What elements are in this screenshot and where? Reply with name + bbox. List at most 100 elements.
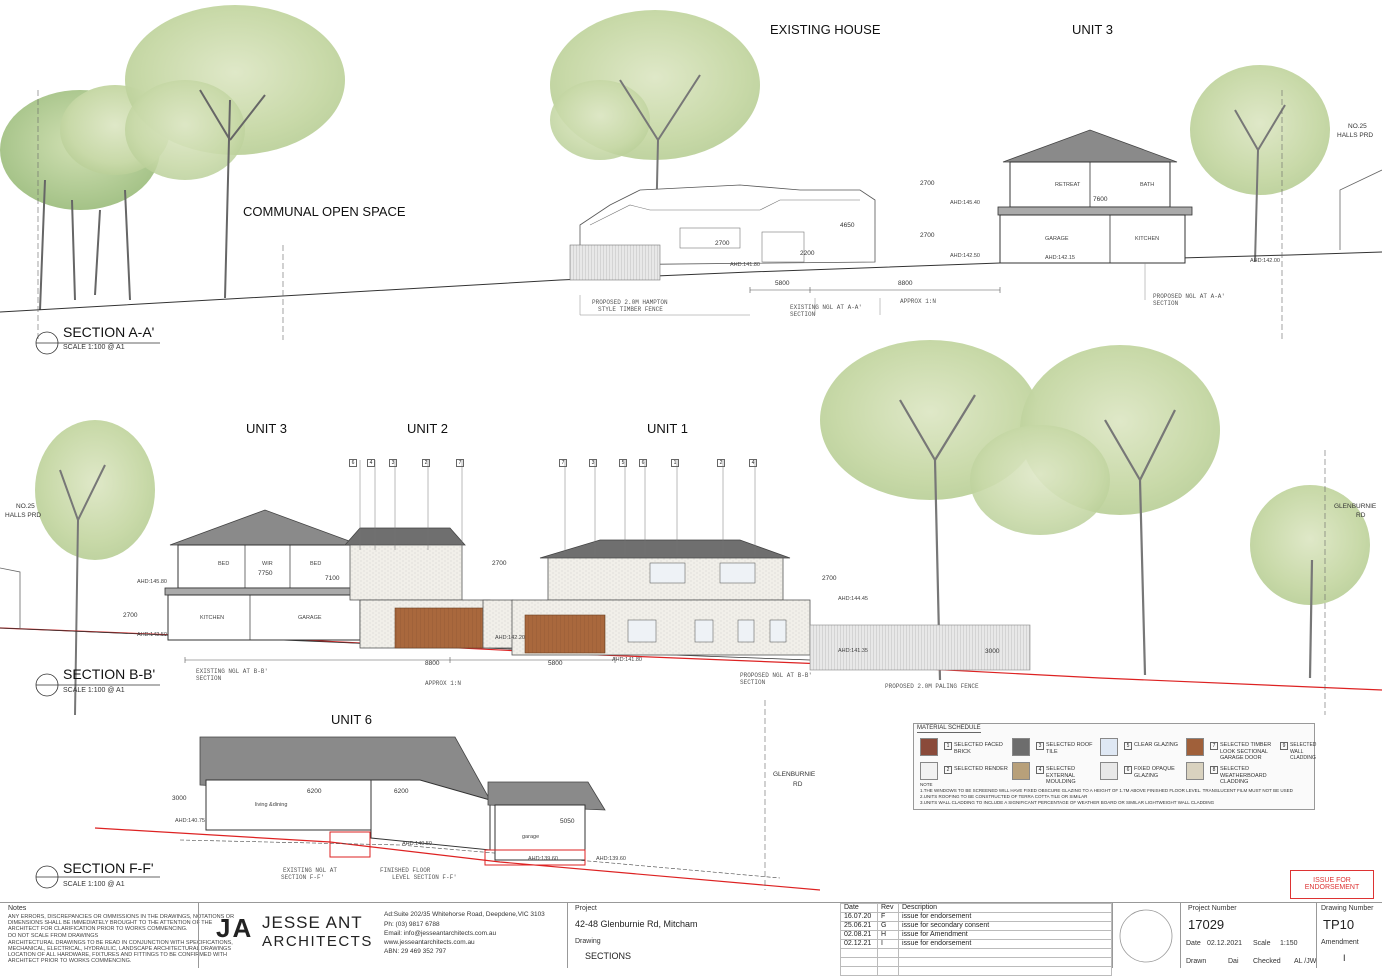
material-schedule-title: MATERIAL SCHEDULE: [917, 725, 981, 733]
label-glen-bb-2: RD: [1356, 512, 1366, 519]
date-label: Date: [1186, 940, 1201, 947]
room-living-dining: living &dining: [255, 802, 288, 808]
label-halls-bb-1: NO.25: [16, 503, 35, 510]
notes-1: DIMENSIONS SHALL BE IMMEDIATELY BROUGHT …: [8, 920, 213, 926]
section-bb: [0, 340, 1382, 716]
callout-ngl-bb-1: EXISTING NGL AT B-B': [196, 668, 269, 675]
room-bed-1: BED: [218, 561, 230, 567]
swatch-roof-tile: [1012, 738, 1030, 756]
material-note-1: 1.THE WINDOWS TO BE SCREENED WILL HAVE F…: [920, 788, 1293, 793]
contact-address: Ad:Suite 202/35 Whitehorse Road, Deepden…: [384, 911, 545, 918]
title-block: Notes ANY ERRORS, DISCREPANCIES OR OMMIS…: [0, 902, 1382, 968]
north-point-icon: [1119, 909, 1173, 963]
dim-7100-bb: 7100: [325, 575, 340, 582]
callout-fence-aa-2: STYLE TIMBER FENCE: [598, 306, 663, 313]
revision-row: 16.07.20 F issue for endorsement: [840, 912, 1112, 922]
amendment-label: Amendment: [1321, 939, 1359, 946]
contact-email: Email: info@jesseantarchitects.com.au: [384, 930, 497, 937]
room-garage-bb: GARAGE: [298, 615, 322, 621]
tag-u1-5: 1: [671, 459, 679, 467]
dim-5050-ff: 5050: [560, 818, 575, 825]
room-wir: WIR: [262, 561, 273, 567]
ahd-bb-6: AHD:141.80: [612, 657, 642, 663]
firm-name-2: ARCHITECTS: [262, 933, 373, 950]
rev-date: 25.06.21: [840, 921, 878, 931]
firm-name-1: JESSE ANT: [262, 913, 363, 932]
section-bb-title: SECTION B-B': [63, 666, 156, 682]
rev-code: F: [877, 912, 899, 922]
label-unit1: UNIT 1: [647, 421, 688, 436]
ahd-bb-4: AHD:144.45: [838, 596, 868, 602]
material-note-3: 3.UNITS WALL CLADDING TO INCLUDE A SIGNI…: [920, 800, 1215, 805]
divider: [198, 903, 199, 968]
label-glen-ff-2: RD: [793, 781, 803, 788]
dim-2700a-bb: 2700: [492, 560, 507, 567]
callout-ffl-ff-1: FINISHED FLOOR: [380, 867, 431, 874]
material-num-2: 2: [944, 766, 952, 774]
room-retreat: RETREAT: [1055, 182, 1081, 188]
rev-col-rev: Rev: [877, 903, 899, 913]
tree-cluster-right-bb: [820, 340, 1370, 681]
label-unit3-aa: UNIT 3: [1072, 22, 1113, 37]
tag-u1-7: 4: [749, 459, 757, 467]
dim-4650-aa: 4650: [840, 222, 855, 229]
room-kitchen-aa: KITCHEN: [1135, 236, 1160, 242]
notes-4: ARCHITECTURAL DRAWINGS TO BE READ IN CON…: [8, 940, 233, 946]
material-schedule: MATERIAL SCHEDULE 1 SELECTED FACED BRICK…: [913, 723, 1316, 810]
room-kitchen-bb: KITCHEN: [200, 615, 225, 621]
dim-2700b-bb: 2700: [123, 612, 138, 619]
drawn-label: Drawn: [1186, 958, 1207, 965]
label-halls-aa-2: HALLS PRD: [1337, 132, 1374, 139]
material-note-0: NOTE: [920, 782, 933, 787]
material-label-1: SELECTED FACED BRICK: [954, 742, 1003, 755]
divider: [567, 903, 568, 968]
ahd-ff-1: AHD:140.75: [175, 818, 205, 824]
material-label-6: FIXED OPAQUE GLAZING: [1134, 766, 1175, 779]
rev-col-date: Date: [840, 903, 878, 913]
material-label-2: SELECTED RENDER: [954, 766, 1008, 772]
section-aa-scale: SCALE 1:100 @ A1: [63, 344, 125, 351]
section-bb-scale: SCALE 1:100 @ A1: [63, 687, 125, 694]
checked-label: Checked: [1253, 958, 1281, 965]
revision-row: 02.08.21 H issue for Amendment: [840, 930, 1112, 940]
material-num-8: 8: [1210, 766, 1218, 774]
tree-left-bb: [35, 420, 155, 716]
scale-value: 1:150: [1280, 940, 1298, 947]
rev-desc: issue for endorsement: [898, 939, 1112, 949]
ahd-aa-2: AHD:142.50: [950, 253, 980, 259]
date-value: 02.12.2021: [1207, 940, 1243, 947]
unit3-section-bb: [164, 509, 366, 641]
swatch-weatherboard: [1186, 762, 1204, 780]
dim-2700c-bb: 2700: [822, 575, 837, 582]
unit2-elevation: [344, 527, 514, 649]
material-num-7: 7: [1210, 742, 1218, 750]
revision-row-empty: [840, 948, 1112, 958]
callout-ngl-aa-2: SECTION: [790, 311, 816, 318]
rev-date: 16.07.20: [840, 912, 878, 922]
dim-5800-aa: 5800: [775, 280, 790, 287]
rev-code: H: [877, 930, 899, 940]
contact-phone: Ph: (03) 9817 6788: [384, 921, 440, 928]
checked-value: AL /JW: [1294, 958, 1317, 965]
dim-2700b-aa: 2700: [920, 232, 935, 239]
rev-code: I: [877, 939, 899, 949]
dim-3000-bb: 3000: [985, 648, 1000, 655]
callout-ngl-bb-2: SECTION: [196, 675, 222, 682]
room-bath: BATH: [1140, 182, 1155, 188]
rev-desc: issue for secondary consent: [898, 921, 1112, 931]
tag-u2-4: 2: [422, 459, 430, 467]
tag-u1-1: 7: [559, 459, 567, 467]
callout-ngl-ff-2: SECTION F-F': [281, 874, 325, 881]
material-num-6: 6: [1124, 766, 1132, 774]
callout-approx-aa: APPROX 1:N: [900, 298, 937, 305]
section-aa-title: SECTION A-A': [63, 324, 155, 340]
ahd-ff-4: AHD:139.60: [596, 856, 626, 862]
tree-cluster-left-aa: [0, 5, 345, 311]
contact-website: www.jesseantarchitects.com.au: [384, 939, 475, 946]
dim-6200a-ff: 6200: [307, 788, 322, 795]
dim-5800-bb: 5800: [548, 660, 563, 667]
callout-fence-bb: PROPOSED 2.0M PALING FENCE: [885, 683, 979, 690]
ahd-bb-1: AHD:145.80: [137, 579, 167, 585]
ahd-aa-1: AHD:145.40: [950, 200, 980, 206]
ahd-ff-2: AHD:140.50: [402, 841, 432, 847]
